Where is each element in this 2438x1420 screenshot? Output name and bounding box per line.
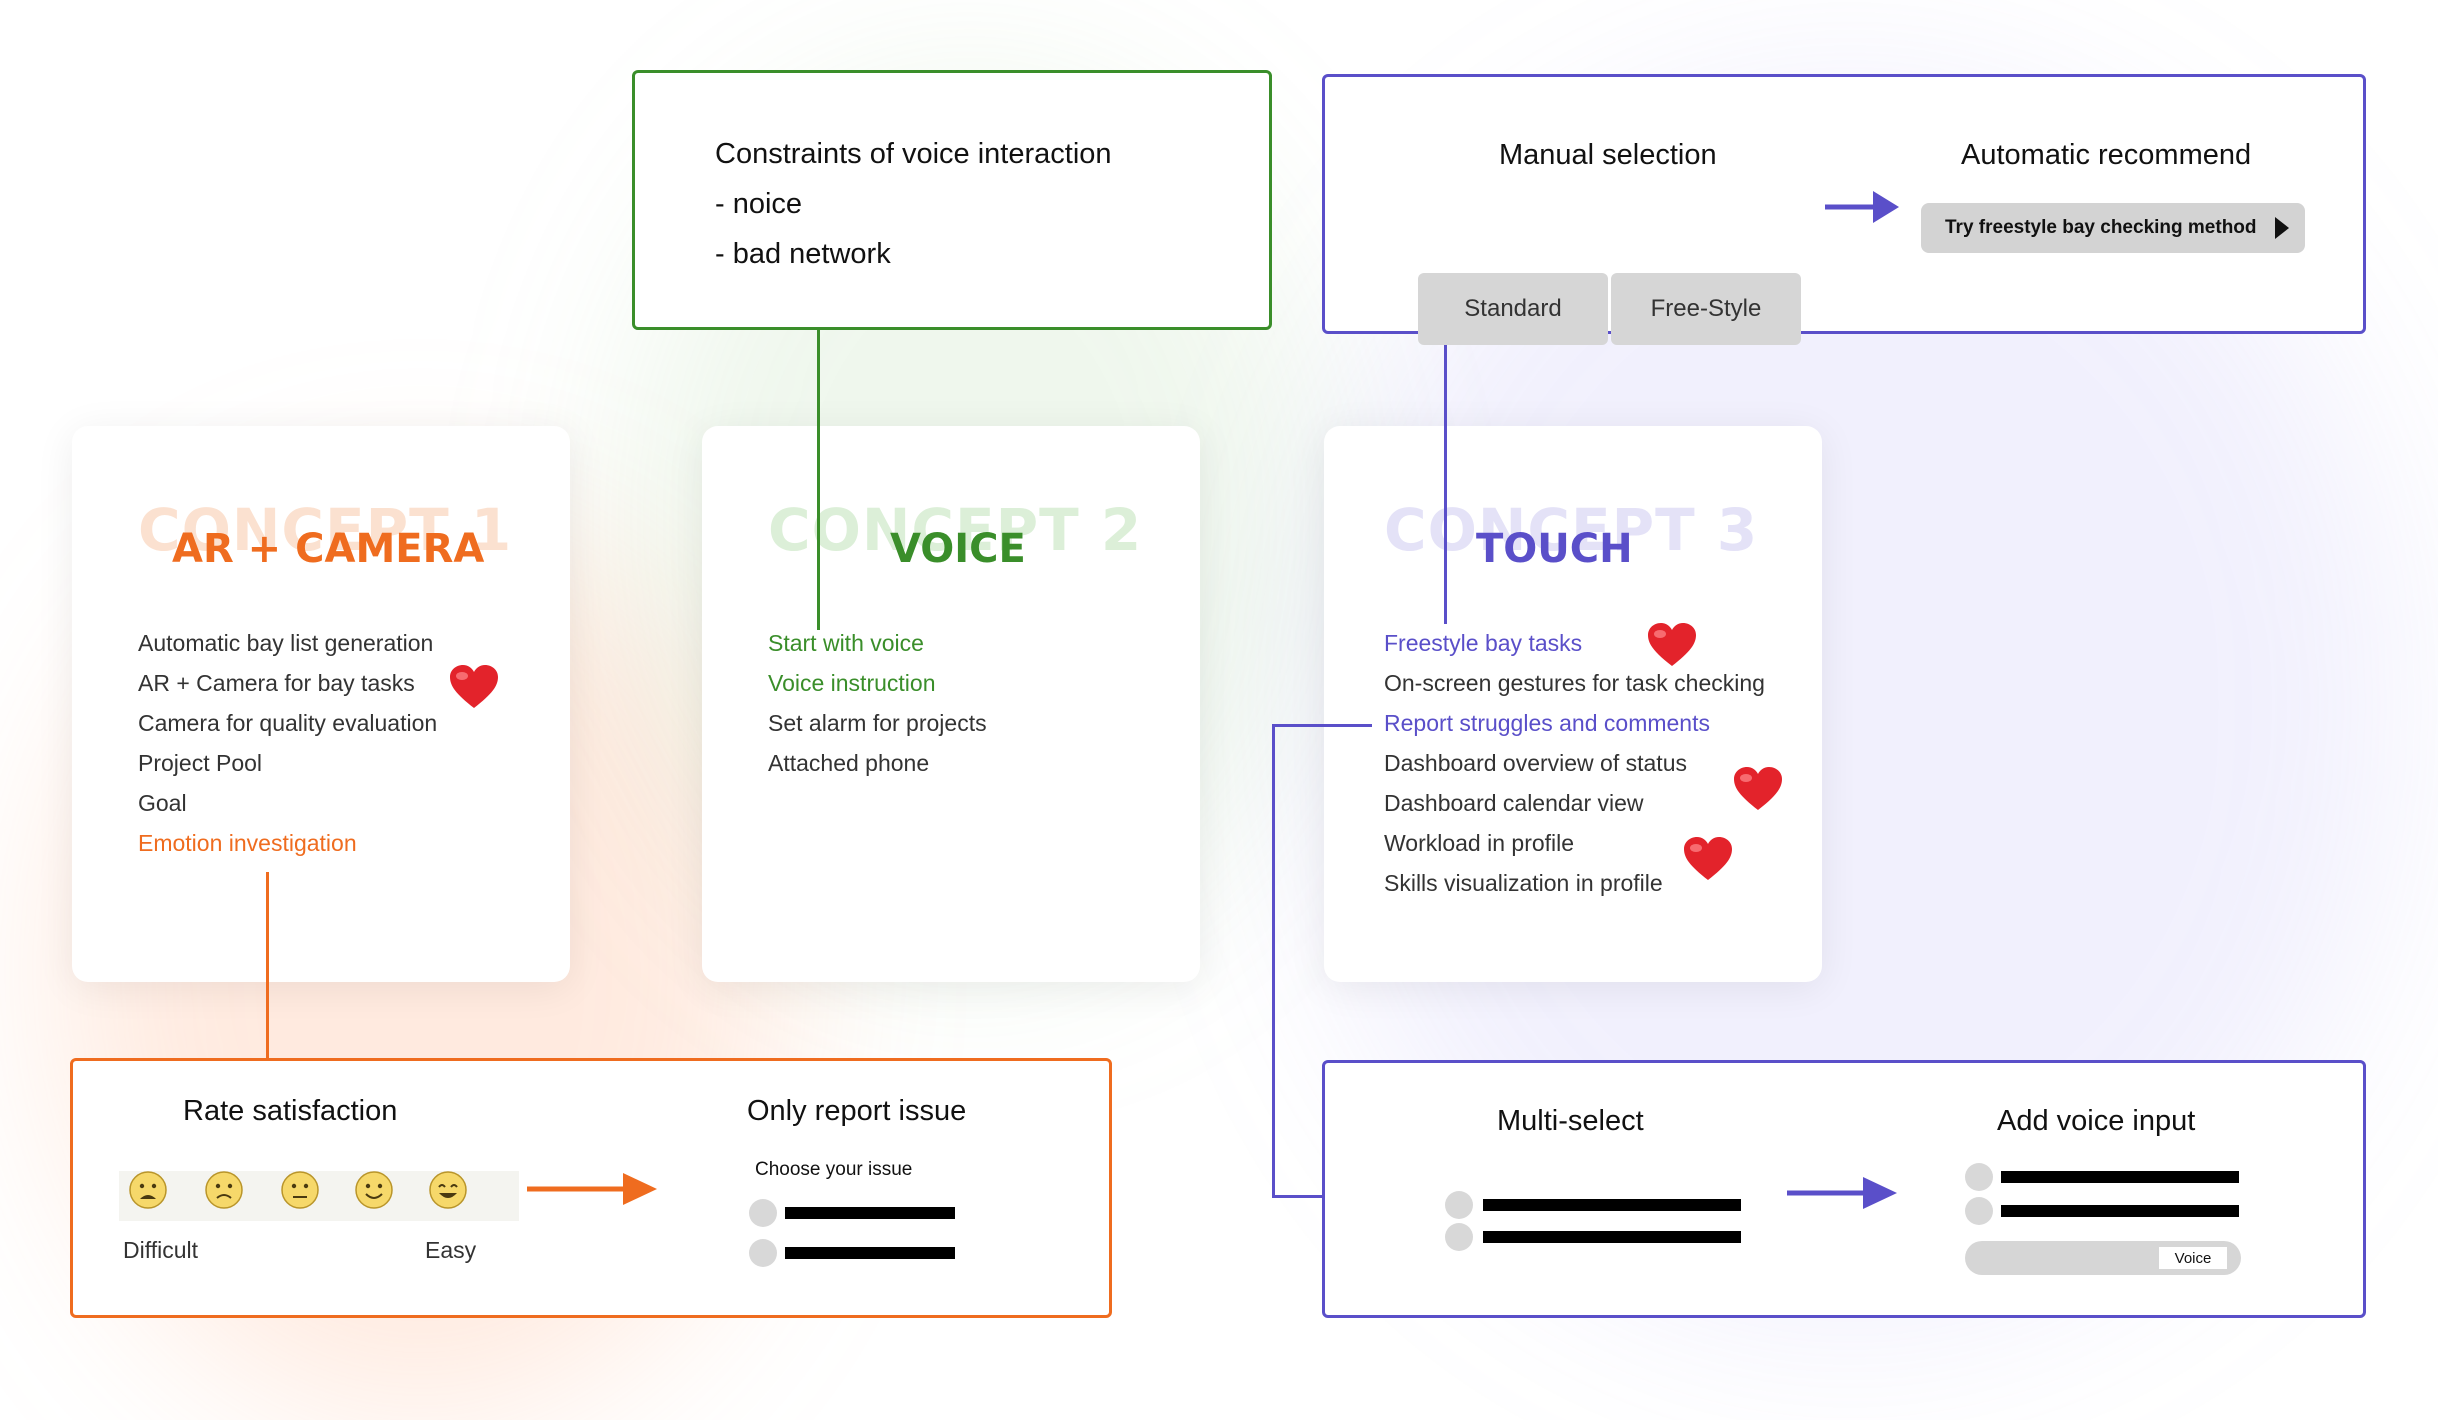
concept-2-title: VOICE: [890, 526, 1026, 572]
list-item: Workload in profile: [1384, 830, 1575, 856]
issue-radio[interactable]: [749, 1239, 777, 1267]
list-item: Report struggles and comments: [1384, 710, 1710, 736]
difficult-label: Difficult: [123, 1237, 198, 1263]
issue-radio[interactable]: [749, 1199, 777, 1227]
choose-issue-label: Choose your issue: [755, 1159, 913, 1180]
arrow-right-icon: [1825, 191, 1899, 223]
list-item: Voice instruction: [768, 670, 936, 696]
list-item: Set alarm for projects: [768, 710, 987, 736]
voice-select-checkbox[interactable]: [1965, 1197, 1993, 1225]
voice-select-text-placeholder: [2001, 1205, 2239, 1217]
voice-constraint-title: Constraints of voice interaction: [715, 138, 1112, 170]
concept-1-title: AR + CAMERA: [172, 526, 485, 572]
list-item: Skills visualization in profile: [1384, 870, 1663, 896]
sad-face-icon[interactable]: [204, 1170, 244, 1210]
concept-1-feature-list: Automatic bay list generation AR + Camer…: [138, 623, 437, 863]
standard-option-button[interactable]: Standard: [1418, 273, 1608, 345]
multi-select-text-placeholder: [1483, 1231, 1741, 1243]
rate-satisfaction-title: Rate satisfaction: [183, 1095, 398, 1127]
rating-connector-line: [266, 872, 269, 1062]
heart-icon: [1734, 767, 1782, 810]
multi-select-checkbox[interactable]: [1445, 1223, 1473, 1251]
list-item: Dashboard overview of status: [1384, 750, 1687, 776]
very-happy-face-icon[interactable]: [428, 1170, 468, 1210]
voice-select-text-placeholder: [2001, 1171, 2239, 1183]
concept-3-card: CONCEPT 3 TOUCH Freestyle bay tasks On-s…: [1324, 426, 1822, 982]
multi-select-text-placeholder: [1483, 1199, 1741, 1211]
concept-2-card: CONCEPT 2 VOICE Start with voice Voice i…: [702, 426, 1200, 982]
concept-2-feature-list: Start with voice Voice instruction Set a…: [768, 623, 987, 783]
play-arrow-icon: [2275, 217, 2289, 239]
voice-select-checkbox[interactable]: [1965, 1163, 1993, 1191]
rate-satisfaction-box: Rate satisfaction Difficult Easy Only re…: [70, 1058, 1112, 1318]
list-item: AR + Camera for bay tasks: [138, 670, 415, 696]
multi-select-checkbox[interactable]: [1445, 1191, 1473, 1219]
concept-3-title: TOUCH: [1476, 526, 1633, 572]
multi-connector-line-top: [1272, 724, 1372, 727]
selection-connector-line: [1444, 330, 1447, 624]
add-voice-input-title: Add voice input: [1997, 1105, 2196, 1137]
multi-select-title: Multi-select: [1497, 1105, 1644, 1137]
easy-label: Easy: [425, 1237, 477, 1263]
concept-1-card: CONCEPT 1 AR + CAMERA Automatic bay list…: [72, 426, 570, 982]
list-item: Automatic bay list generation: [138, 630, 434, 656]
list-item: Emotion investigation: [138, 830, 357, 856]
voice-constraint-noise: - noice: [715, 188, 803, 220]
concept-1-ghost-label: CONCEPT 1: [138, 496, 513, 564]
selection-box: Manual selection Standard Free-Style Aut…: [1322, 74, 2366, 345]
list-item: Camera for quality evaluation: [138, 710, 438, 736]
automatic-recommend-title: Automatic recommend: [1961, 139, 2252, 171]
list-item: On-screen gestures for task checking: [1384, 670, 1765, 696]
neutral-face-icon[interactable]: [280, 1170, 320, 1210]
arrow-right-icon: [1787, 1177, 1897, 1209]
voice-constraints-box: Constraints of voice interaction - noice…: [632, 70, 1272, 330]
voice-connector-line: [817, 328, 820, 630]
heart-icon: [1684, 837, 1732, 880]
issue-text-placeholder: [785, 1247, 955, 1259]
multi-select-box: Multi-select Add voice input Voice: [1322, 1060, 2366, 1318]
list-item: Dashboard calendar view: [1384, 790, 1644, 816]
only-report-issue-title: Only report issue: [747, 1095, 967, 1127]
heart-icon: [1648, 623, 1696, 666]
list-item: Start with voice: [768, 630, 924, 656]
voice-button[interactable]: Voice: [2159, 1247, 2227, 1269]
heart-icon: [450, 665, 498, 708]
list-item: Attached phone: [768, 750, 930, 776]
list-item: Project Pool: [138, 750, 263, 776]
list-item: Goal: [138, 790, 187, 816]
happy-face-icon[interactable]: [354, 1170, 394, 1210]
list-item: Freestyle bay tasks: [1384, 630, 1583, 656]
manual-selection-title: Manual selection: [1499, 139, 1717, 171]
voice-constraint-network: - bad network: [715, 238, 891, 270]
try-freestyle-label: Try freestyle bay checking method: [1945, 217, 2257, 238]
concept-2-ghost-label: CONCEPT 2: [768, 496, 1143, 564]
multi-connector-line-vertical: [1272, 724, 1275, 1198]
try-freestyle-button[interactable]: Try freestyle bay checking method: [1921, 203, 2305, 253]
very-sad-face-icon[interactable]: [128, 1170, 168, 1210]
freestyle-option-button[interactable]: Free-Style: [1611, 273, 1801, 345]
concept-3-feature-list: Freestyle bay tasks On-screen gestures f…: [1384, 623, 1765, 903]
multi-connector-line-bottom: [1272, 1195, 1324, 1198]
arrow-right-icon: [527, 1173, 657, 1205]
voice-input-field[interactable]: Voice: [1965, 1241, 2241, 1275]
issue-text-placeholder: [785, 1207, 955, 1219]
